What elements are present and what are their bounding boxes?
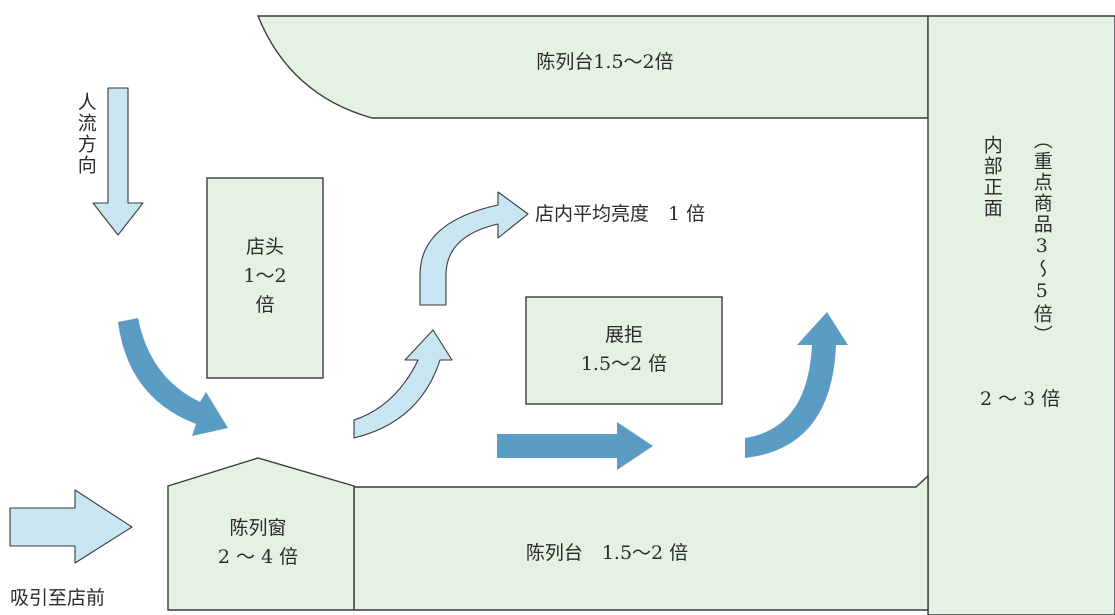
inner-front-wall (927, 15, 1115, 615)
bottom-counter-label: 陈列台 1.5～2 倍 (525, 542, 689, 564)
curve-arrow-light-upper (419, 191, 529, 306)
straight-arrow-dark (497, 422, 653, 470)
inner-multiplier-label: 2 ～ 3 倍 (980, 388, 1061, 410)
store-front-title: 店头 (245, 236, 284, 258)
display-cabinet-range: 1.5～2 倍 (580, 353, 668, 375)
top-display-counter (256, 15, 929, 119)
key-products-label: （重点商品3～5倍） (1030, 130, 1053, 346)
curve-arrow-dark-right (745, 312, 848, 458)
flow-direction-label: 人流方向 (74, 92, 97, 176)
window-display-range: 2 ～ 4 倍 (217, 546, 299, 568)
display-cabinet-box (525, 296, 723, 405)
attract-label: 吸引至店前 (10, 587, 106, 609)
store-front-unit: 倍 (255, 294, 275, 316)
attract-arrow (9, 489, 133, 564)
flow-direction-arrow (92, 87, 144, 236)
window-display-label: 陈列窗 2 ～ 4 倍 (218, 514, 298, 572)
inner-front-label: 内部正面 (980, 135, 1003, 219)
curve-arrow-entrance (118, 318, 228, 436)
store-front-range: 1～2 (243, 265, 287, 287)
store-front-box (206, 177, 324, 379)
window-display-title: 陈列窗 (229, 517, 287, 539)
curve-arrow-light-lower (353, 329, 453, 439)
display-cabinet-title: 展拒 (604, 324, 644, 346)
display-cabinet-label: 展拒 1.5～2 倍 (581, 321, 667, 379)
store-front-label: 店头 1～2 倍 (243, 233, 286, 320)
display-window (167, 457, 355, 611)
avg-brightness-label: 店内平均亮度 1 倍 (535, 203, 706, 225)
top-counter-label: 陈列台1.5～2倍 (536, 51, 674, 73)
